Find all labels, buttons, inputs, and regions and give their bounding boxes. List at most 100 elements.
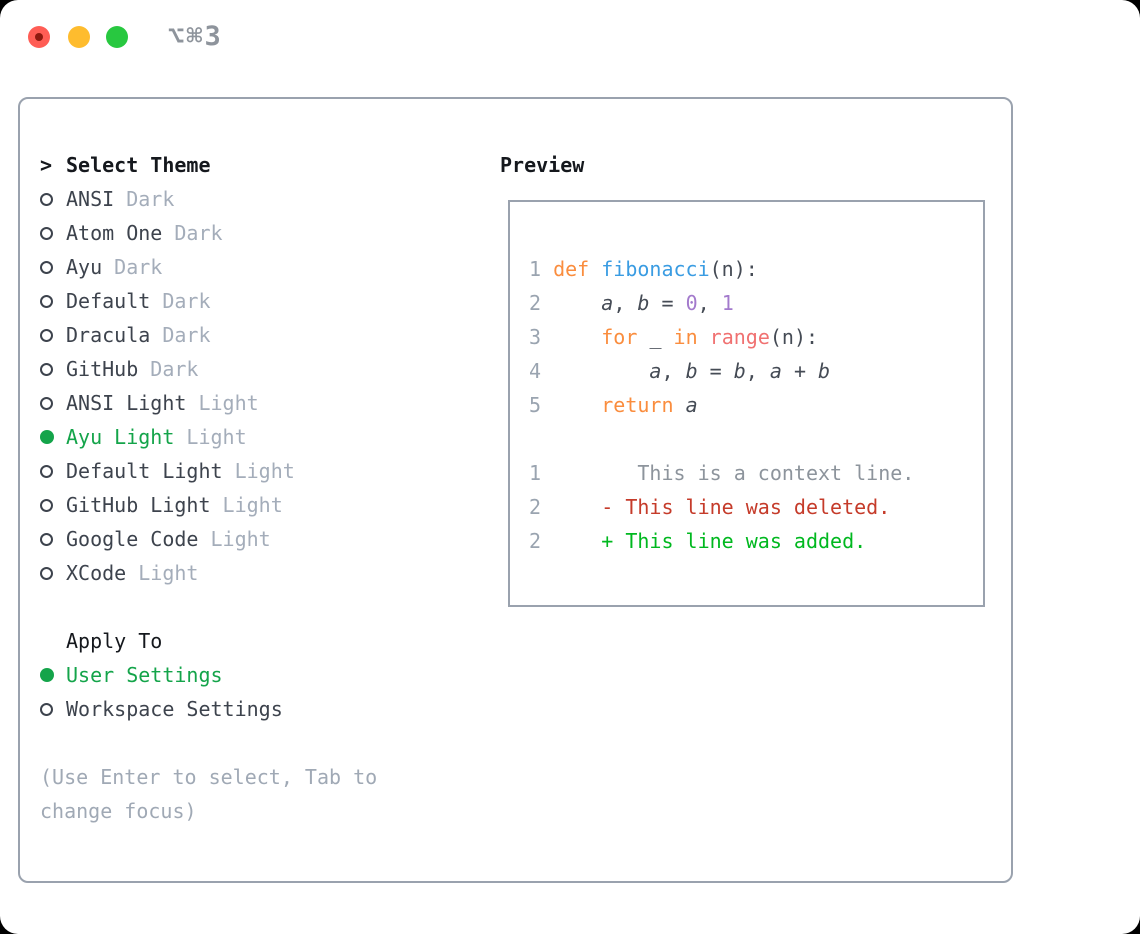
token-variable: a	[649, 359, 662, 383]
token-variable: b	[818, 359, 831, 383]
token-plain: ,	[745, 359, 770, 383]
close-button-dot-icon	[35, 33, 43, 41]
token-added: + This line was added.	[601, 529, 867, 553]
zoom-button[interactable]	[106, 26, 128, 48]
token-variable: a	[601, 291, 614, 315]
token-variable: a	[769, 359, 782, 383]
preview-line	[529, 422, 983, 456]
theme-variant-badge: Dark	[138, 357, 199, 381]
theme-name: Atom One	[66, 221, 163, 245]
theme-option-github-light[interactable]: GitHub Light Light	[40, 488, 450, 522]
theme-option-default[interactable]: Default Dark	[40, 284, 450, 318]
radio-icon	[40, 192, 53, 206]
token-builtin: range	[709, 325, 770, 349]
token-variable: b	[733, 359, 746, 383]
token-keyword: def	[553, 257, 602, 281]
theme-variant-badge: Light	[174, 425, 247, 449]
theme-name: GitHub Light	[66, 493, 211, 517]
theme-name: Default Light	[66, 459, 223, 483]
theme-name: Default	[66, 289, 151, 313]
apply-to-header-row: Apply To	[40, 624, 450, 658]
theme-name: XCode	[66, 561, 127, 585]
token-plain: (n):	[709, 257, 758, 281]
apply-option-label: User Settings	[66, 663, 223, 687]
preview-line: 2 + This line was added.	[529, 524, 983, 558]
minimize-button[interactable]	[68, 26, 90, 48]
token-keyword: in	[673, 325, 710, 349]
token-plain: ,	[661, 359, 686, 383]
preview-line: 2 - This line was deleted.	[529, 490, 983, 524]
radio-icon	[40, 464, 53, 478]
token-plain: (n):	[769, 325, 819, 349]
theme-option-dracula[interactable]: Dracula Dark	[40, 318, 450, 352]
token-plain	[553, 359, 649, 383]
theme-option-ayu[interactable]: Ayu Dark	[40, 250, 450, 284]
theme-option-xcode[interactable]: XCode Light	[40, 556, 450, 590]
token-lineNumber: 3	[529, 325, 554, 349]
apply-option-workspace-settings[interactable]: Workspace Settings	[40, 692, 450, 726]
theme-option-ansi-light[interactable]: ANSI Light Light	[40, 386, 450, 420]
theme-variant-badge: Light	[186, 391, 259, 415]
token-variable: a	[685, 393, 698, 417]
theme-option-google-code[interactable]: Google Code Light	[40, 522, 450, 556]
apply-to-header: Apply To	[66, 629, 163, 653]
token-plain	[553, 291, 601, 315]
preview-header: Preview	[500, 153, 585, 177]
token-lineNumber: 4	[529, 359, 554, 383]
token-number: 1	[721, 291, 734, 315]
token-lineNumber: 2	[529, 495, 542, 519]
radio-icon	[40, 362, 53, 376]
theme-option-github[interactable]: GitHub Dark	[40, 352, 450, 386]
token-deleted: - This line was deleted.	[601, 495, 891, 519]
apply-option-label: Workspace Settings	[66, 697, 283, 721]
theme-variant-badge: Light	[126, 561, 199, 585]
theme-option-default-light[interactable]: Default Light Light	[40, 454, 450, 488]
theme-variant-badge: Light	[210, 493, 283, 517]
select-theme-header: Select Theme	[66, 153, 211, 177]
theme-name: ANSI	[66, 187, 115, 211]
theme-option-atom-one[interactable]: Atom One Dark	[40, 216, 450, 250]
spacer	[40, 590, 450, 624]
theme-name: ANSI Light	[66, 391, 187, 415]
focus-caret-icon: >	[40, 153, 53, 177]
theme-variant-badge: Light	[222, 459, 295, 483]
token-lineNumber: 2	[529, 529, 542, 553]
token-variable: b	[637, 291, 650, 315]
theme-option-ansi[interactable]: ANSI Dark	[40, 182, 450, 216]
theme-variant-badge: Dark	[162, 221, 223, 245]
apply-option-user-settings[interactable]: User Settings	[40, 658, 450, 692]
token-function: fibonacci	[601, 257, 710, 281]
radio-icon	[40, 226, 53, 240]
theme-option-ayu-light[interactable]: Ayu Light Light	[40, 420, 450, 454]
token-plain: _	[649, 325, 674, 349]
token-plain	[553, 393, 601, 417]
preview-line: 5 return a	[529, 388, 983, 422]
radio-selected-icon	[40, 668, 54, 682]
preview-line: 1 This is a context line.	[529, 456, 983, 490]
token-lineNumber: 5	[529, 393, 554, 417]
close-button[interactable]	[28, 26, 50, 48]
title-bar: ⌥⌘3	[0, 0, 1140, 97]
radio-icon	[40, 532, 53, 546]
theme-name: Ayu	[66, 255, 103, 279]
theme-variant-badge: Dark	[150, 289, 211, 313]
theme-variant-badge: Light	[198, 527, 271, 551]
keyboard-hint: (Use Enter to select, Tab to change focu…	[40, 765, 378, 823]
token-plain: ,	[613, 291, 638, 315]
token-number: 0	[685, 291, 698, 315]
token-keyword: return	[601, 393, 686, 417]
radio-icon	[40, 396, 53, 410]
radio-icon	[40, 294, 53, 308]
token-plain	[553, 325, 601, 349]
token-plain	[541, 495, 601, 519]
radio-icon	[40, 702, 53, 716]
radio-icon	[40, 260, 53, 274]
theme-variant-badge: Dark	[114, 187, 175, 211]
theme-name: Dracula	[66, 323, 151, 347]
token-keyword: for	[601, 325, 650, 349]
